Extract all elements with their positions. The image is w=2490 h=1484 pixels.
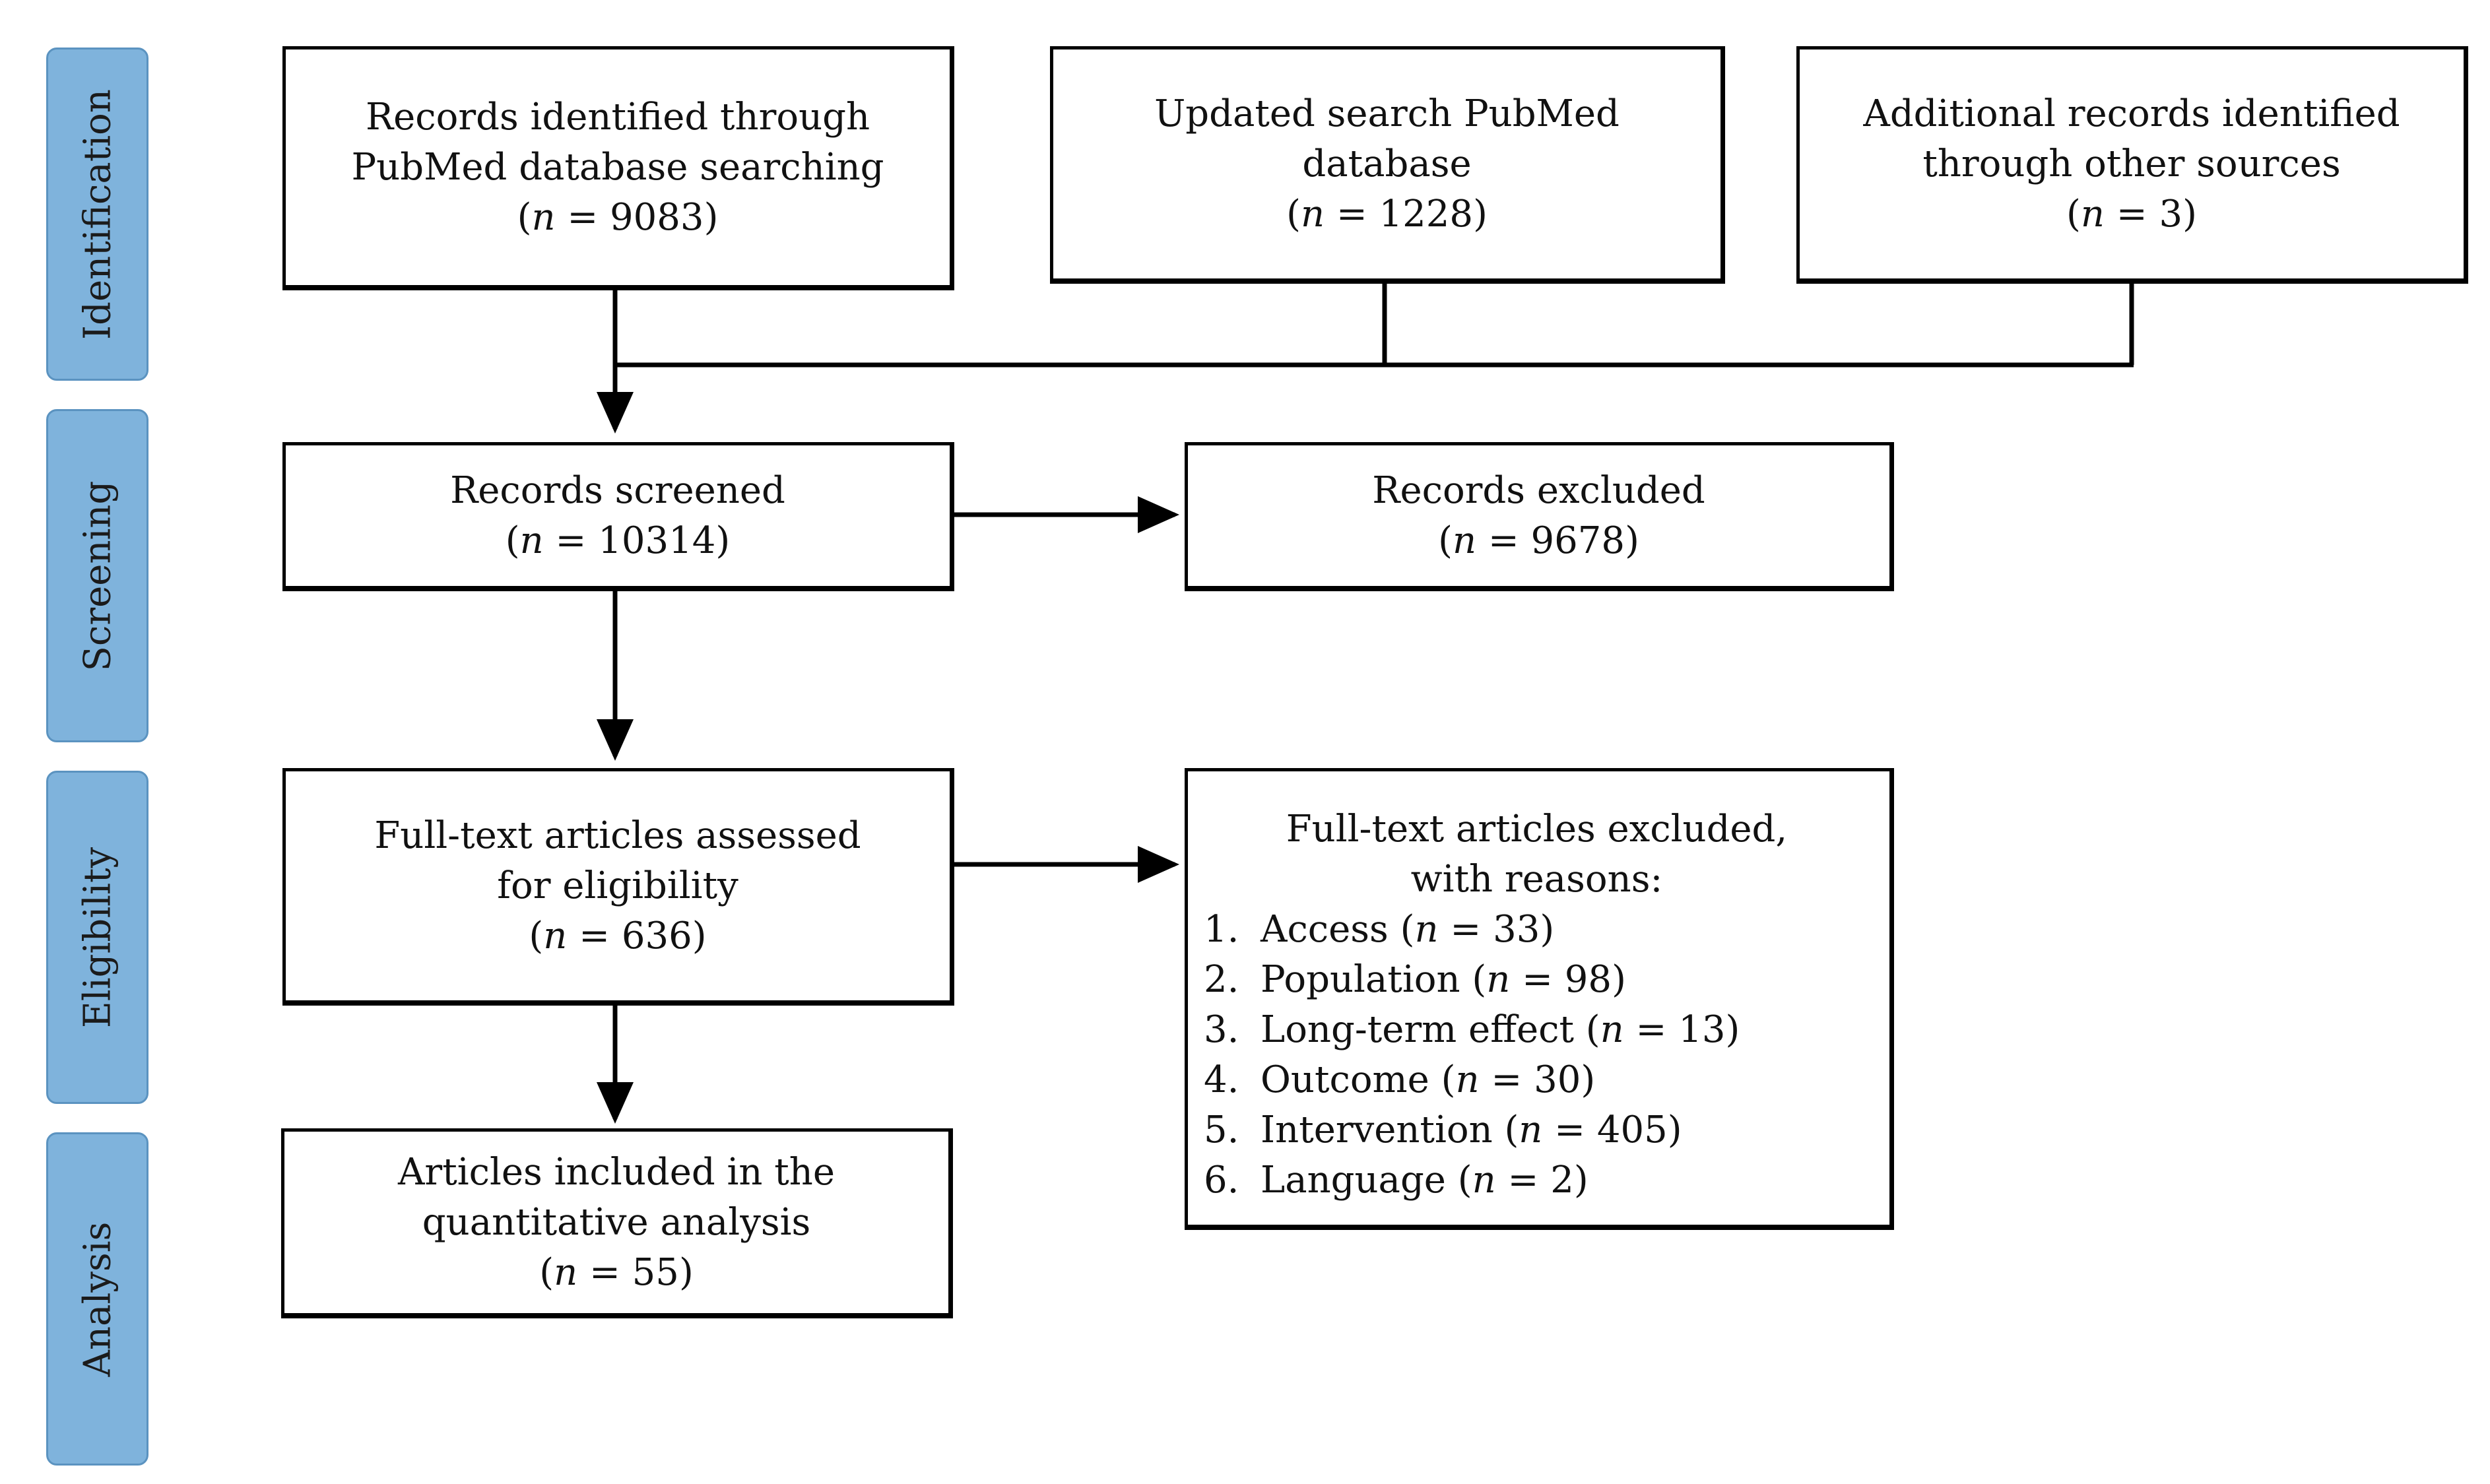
list-item: 2.Population (n = 98) — [1204, 958, 1626, 1001]
box-articles-included: Articles included in the quantitative an… — [281, 1128, 953, 1318]
box-count: (n = 1228) — [1286, 192, 1488, 236]
box-title: Full-text articles assessed for eligibil… — [374, 814, 861, 907]
box-count: (n = 9678) — [1438, 519, 1639, 562]
box-title: Full-text articles excluded, with reason… — [1286, 808, 1788, 901]
list-item: 6.Language (n = 2) — [1204, 1159, 1589, 1202]
box-title: Records screened — [450, 468, 785, 512]
phase-eligibility: Eligibility — [46, 771, 148, 1104]
box-count: (n = 3) — [2066, 192, 2197, 236]
box-count: (n = 9083) — [517, 195, 719, 239]
box-records-excluded: Records excluded (n = 9678) — [1185, 442, 1894, 591]
box-count: (n = 10314) — [505, 519, 731, 562]
box-title: Articles included in the quantitative an… — [397, 1150, 835, 1244]
exclusion-reasons-list: 1.Access (n = 33) 2.Population (n = 98) … — [1204, 905, 1870, 1206]
list-item: 3.Long-term effect (n = 13) — [1204, 1008, 1740, 1051]
box-count: (n = 636) — [529, 914, 707, 957]
phase-label: Screening — [76, 480, 119, 671]
box-other-sources: Additional records identified through ot… — [1796, 46, 2468, 284]
phase-label: Analysis — [76, 1221, 119, 1376]
box-title: Updated search PubMed database — [1154, 92, 1620, 185]
phase-analysis: Analysis — [46, 1132, 148, 1466]
box-count: (n = 55) — [539, 1250, 694, 1294]
phase-identification: Identification — [46, 48, 148, 381]
phase-label: Eligibility — [76, 847, 119, 1028]
box-title: Records excluded — [1372, 468, 1705, 512]
list-item: 5.Intervention (n = 405) — [1204, 1109, 1682, 1151]
phase-screening: Screening — [46, 409, 148, 742]
list-item: 4.Outcome (n = 30) — [1204, 1058, 1596, 1101]
list-item: 1.Access (n = 33) — [1204, 908, 1555, 951]
box-title: Records identified through PubMed databa… — [351, 95, 884, 189]
box-records-screened: Records screened (n = 10314) — [282, 442, 954, 591]
box-pubmed-records: Records identified through PubMed databa… — [282, 46, 954, 290]
box-fulltext-assessed: Full-text articles assessed for eligibil… — [282, 768, 954, 1006]
phase-label: Identification — [76, 88, 119, 340]
box-title: Additional records identified through ot… — [1863, 92, 2400, 185]
box-fulltext-excluded: Full-text articles excluded, with reason… — [1185, 768, 1894, 1230]
box-updated-search: Updated search PubMed database (n = 1228… — [1050, 46, 1725, 284]
